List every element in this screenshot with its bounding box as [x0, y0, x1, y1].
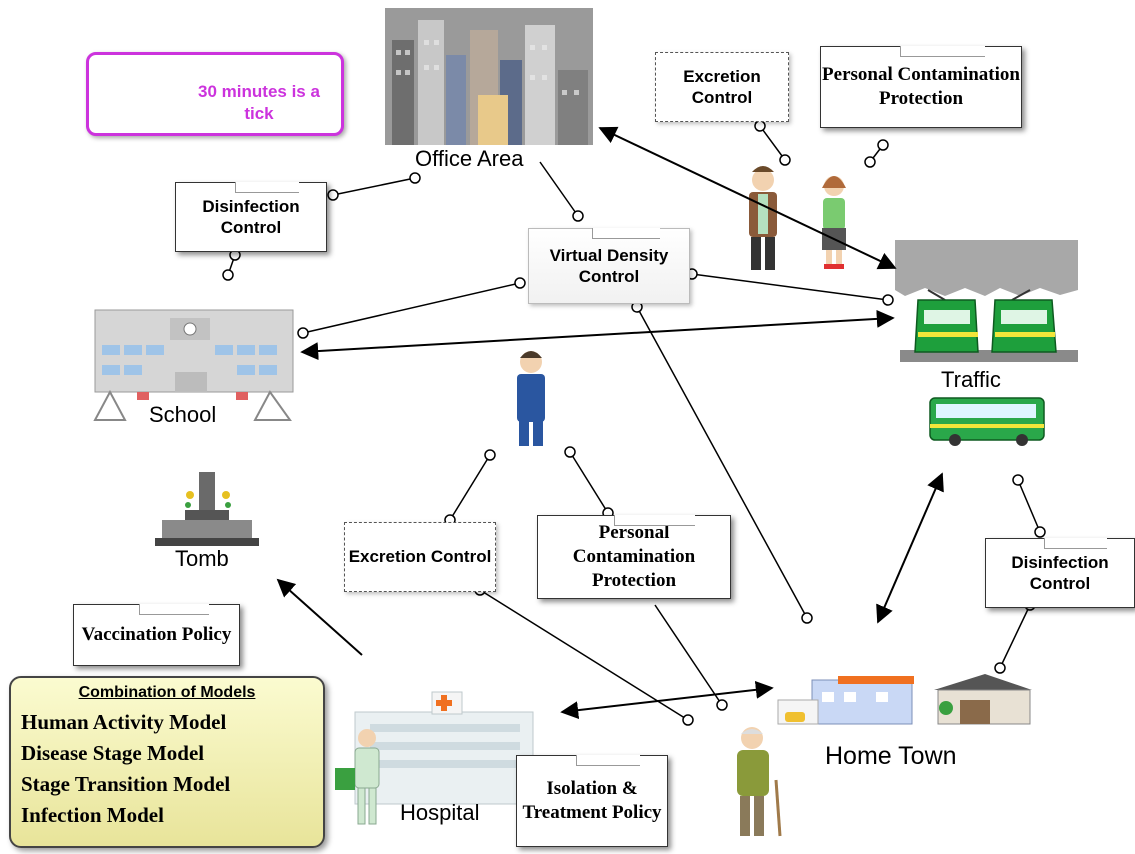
traffic-icon [895, 240, 1078, 446]
connector-dots [222, 120, 1046, 726]
excretion-control-box-top: Excretion Control [655, 52, 789, 122]
train-icon [991, 299, 1057, 353]
home-town-label: Home Town [825, 742, 957, 770]
woman-icon [822, 176, 846, 269]
home-town-icon [777, 674, 1032, 725]
arrow-hospital-tomb [276, 578, 363, 656]
office-area-icon [385, 8, 593, 145]
man-icon [749, 166, 777, 270]
school-label: School [149, 402, 217, 427]
model-item-stage-transition: Stage Transition Model [21, 772, 231, 796]
tomb-label: Tomb [175, 546, 229, 571]
train-icon [914, 299, 979, 353]
arrow-office-traffic [598, 126, 897, 270]
isolation-treatment-policy-box: Isolation & Treatment Policy [516, 755, 668, 847]
disinfection-control-box-left: Disinfection Control [175, 182, 327, 252]
model-item-infection: Infection Model [21, 803, 164, 827]
tomb-icon [155, 472, 259, 546]
tick-caption: 30 minutes is a tick [198, 82, 320, 124]
model-item-disease-stage: Disease Stage Model [21, 741, 205, 765]
hospital-icon [335, 691, 534, 825]
student-icon [517, 351, 545, 446]
tick-info-box: 30 minutes is a tick [86, 52, 344, 136]
school-icon [93, 309, 294, 421]
disinfection-control-box-right: Disinfection Control [985, 538, 1135, 608]
elderly-man-icon [737, 727, 782, 837]
arrow-school-traffic [300, 309, 895, 361]
combination-of-models-box: Combination of Models Human Activity Mod… [9, 676, 325, 848]
excretion-control-box-mid: Excretion Control [344, 522, 496, 592]
personal-contamination-box-mid: Personal Contamination Protection [537, 515, 731, 599]
doctor-icon [354, 729, 380, 825]
vaccination-policy-box: Vaccination Policy [73, 604, 240, 666]
arrows [276, 126, 944, 720]
office-area-label: Office Area [415, 146, 524, 171]
connectors [227, 96, 1041, 721]
arrow-traffic-home [876, 472, 944, 624]
personal-contamination-box-top: Personal Contamination Protection [820, 46, 1022, 128]
bus-icon [929, 397, 1045, 446]
arrow-hospital-home [560, 680, 774, 720]
virtual-density-control-box: Virtual Density Control [528, 228, 690, 304]
model-item-human-activity: Human Activity Model [21, 710, 227, 734]
hospital-label: Hospital [400, 800, 480, 825]
traffic-label: Traffic [941, 367, 1001, 392]
models-title: Combination of Models [78, 684, 256, 701]
